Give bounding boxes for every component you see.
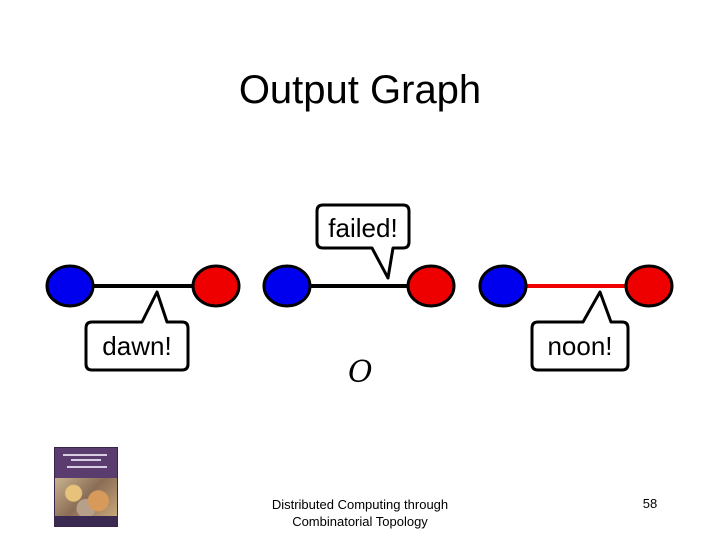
failed-label: failed! <box>328 213 397 243</box>
node-blue-1 <box>45 264 95 308</box>
output-map-symbol: O <box>348 355 373 390</box>
footer-line-2: Combinatorial Topology <box>292 514 428 529</box>
book-cover-icon <box>54 447 118 527</box>
node-red-1 <box>191 264 241 308</box>
page-number: 58 <box>642 496 658 511</box>
noon-bubble <box>530 290 630 372</box>
noon-label: noon! <box>547 331 612 361</box>
footer: Distributed Computing through Combinator… <box>240 496 480 530</box>
node-blue-3 <box>478 264 528 308</box>
footer-line-1: Distributed Computing through <box>271 497 449 512</box>
node-blue-2 <box>262 264 312 308</box>
dawn-bubble <box>84 290 190 372</box>
dawn-label: dawn! <box>102 331 171 361</box>
slide-title: Output Graph <box>238 68 482 112</box>
node-red-3 <box>624 264 674 308</box>
node-red-2 <box>406 264 456 308</box>
failed-bubble <box>315 203 411 280</box>
